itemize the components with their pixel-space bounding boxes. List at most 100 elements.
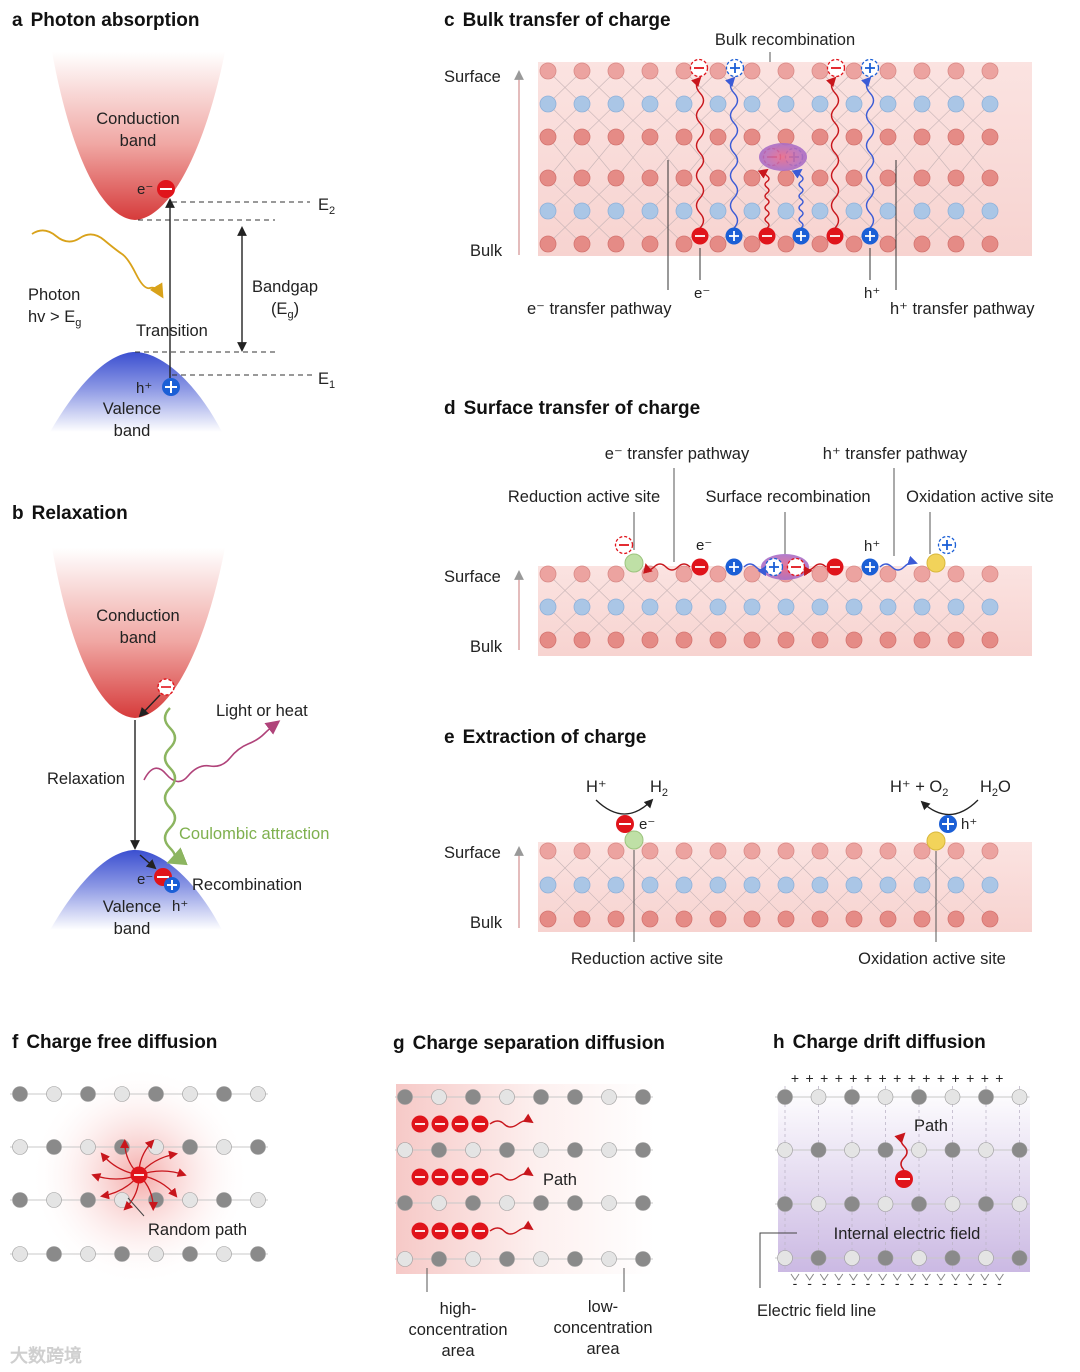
lattice-atom xyxy=(465,1142,481,1158)
low-area-label-1: low- xyxy=(588,1298,618,1316)
plus-glyph xyxy=(165,381,177,393)
conduction-band-label-2: band xyxy=(120,629,157,647)
lattice-atom xyxy=(879,876,897,894)
lattice-atom xyxy=(777,235,795,253)
lattice-atom xyxy=(811,202,829,220)
lattice-atom xyxy=(879,235,897,253)
panel-f-title: Charge free diffusion xyxy=(26,1032,217,1053)
conduction-band-label-1: Conduction xyxy=(96,110,179,128)
negative-charge-sign: - xyxy=(807,1275,812,1291)
lattice-atom xyxy=(913,128,931,146)
negative-charge-sign: - xyxy=(895,1275,900,1291)
lattice-atom xyxy=(431,1142,447,1158)
lattice-atom xyxy=(944,1089,961,1105)
field-arrowhead xyxy=(805,1273,815,1281)
h-plus-label: H⁺ xyxy=(586,778,607,796)
lattice-atom xyxy=(465,1089,481,1105)
light-heat-wave xyxy=(143,720,281,783)
lattice-atom xyxy=(879,62,897,80)
hole-to-recombination-path xyxy=(743,563,768,577)
field-arrowhead xyxy=(790,1273,800,1281)
lattice-atom xyxy=(811,565,829,583)
lattice-atom xyxy=(947,62,965,80)
lattice-atom xyxy=(607,128,625,146)
panel-a-letter: a xyxy=(12,10,23,31)
lattice-atom xyxy=(601,1089,617,1105)
transition-label: Transition xyxy=(136,322,208,340)
lattice-atom xyxy=(844,1089,860,1105)
lattice-atom xyxy=(573,910,591,928)
lattice-atom xyxy=(947,910,965,928)
lattice-atom xyxy=(743,598,761,616)
negative-charge-sign: - xyxy=(851,1275,856,1291)
high-area-label-1: high- xyxy=(440,1300,477,1318)
lattice-atom xyxy=(675,598,693,616)
positive-charge-sign: + xyxy=(966,1070,974,1086)
lattice-atom xyxy=(913,62,931,80)
surface-label-e: Surface xyxy=(444,844,501,862)
lattice-atom xyxy=(148,1246,164,1262)
valence-band-label-1: Valence xyxy=(103,400,161,418)
surface-label: Surface xyxy=(444,68,501,86)
field-arrowhead xyxy=(965,1273,975,1281)
lattice-atom xyxy=(947,169,965,187)
lattice-atom xyxy=(743,62,761,80)
lattice-atom xyxy=(567,1251,583,1267)
lattice-atom xyxy=(533,1089,549,1105)
lattice-atom xyxy=(148,1086,164,1102)
lattice-atom xyxy=(499,1142,515,1158)
lattice-atom xyxy=(777,910,795,928)
lattice-atom xyxy=(567,1195,583,1211)
lattice-atom xyxy=(709,202,727,220)
lattice-atom xyxy=(709,842,727,860)
lattice-atom xyxy=(879,202,897,220)
lattice-atom xyxy=(743,910,761,928)
lattice-atom xyxy=(80,1086,96,1102)
lattice-atom xyxy=(533,1142,549,1158)
lattice-d xyxy=(539,565,999,649)
reduction-site-label-d: Reduction active site xyxy=(508,488,660,506)
h2-label: H2 xyxy=(650,778,668,799)
low-area-label-2: concentration xyxy=(553,1319,652,1337)
lattice-atom xyxy=(811,95,829,113)
lattice-atom xyxy=(250,1086,266,1102)
lattice-atom xyxy=(981,631,999,649)
lattice-atom xyxy=(845,62,863,80)
charge-path xyxy=(725,76,739,229)
lattice-atom xyxy=(607,235,625,253)
lattice-atom xyxy=(879,169,897,187)
h-pathway-label-d: h⁺ transfer pathway xyxy=(823,445,968,463)
lattice-atom xyxy=(573,202,591,220)
negative-charge-sign: - xyxy=(924,1275,929,1291)
lattice-atom xyxy=(533,1195,549,1211)
lattice-atom xyxy=(777,202,795,220)
lattice-bond xyxy=(615,136,651,179)
lattice-atom xyxy=(947,235,965,253)
charge-path xyxy=(861,76,875,229)
lattice-atom xyxy=(877,1142,894,1158)
lattice-atom xyxy=(397,1251,413,1267)
lattice-atom xyxy=(250,1246,266,1262)
lattice-atom xyxy=(845,565,863,583)
lattice-atom xyxy=(675,202,693,220)
panel-f-letter: f xyxy=(12,1032,19,1053)
lattice-atom xyxy=(877,1089,894,1105)
diffusion-path xyxy=(489,1166,534,1181)
lattice-atom xyxy=(811,876,829,894)
lattice-atom xyxy=(944,1196,961,1212)
hole-label-e: h⁺ xyxy=(961,816,977,833)
lattice-atom xyxy=(12,1139,28,1155)
lattice-atom xyxy=(947,95,965,113)
lattice-bond xyxy=(717,136,753,179)
lattice-atom xyxy=(913,876,931,894)
lattice-atom xyxy=(845,910,863,928)
lattice-atom xyxy=(709,876,727,894)
valence-band-shape xyxy=(50,850,222,930)
lattice-atom xyxy=(981,95,999,113)
negative-charge-sign: - xyxy=(836,1275,841,1291)
